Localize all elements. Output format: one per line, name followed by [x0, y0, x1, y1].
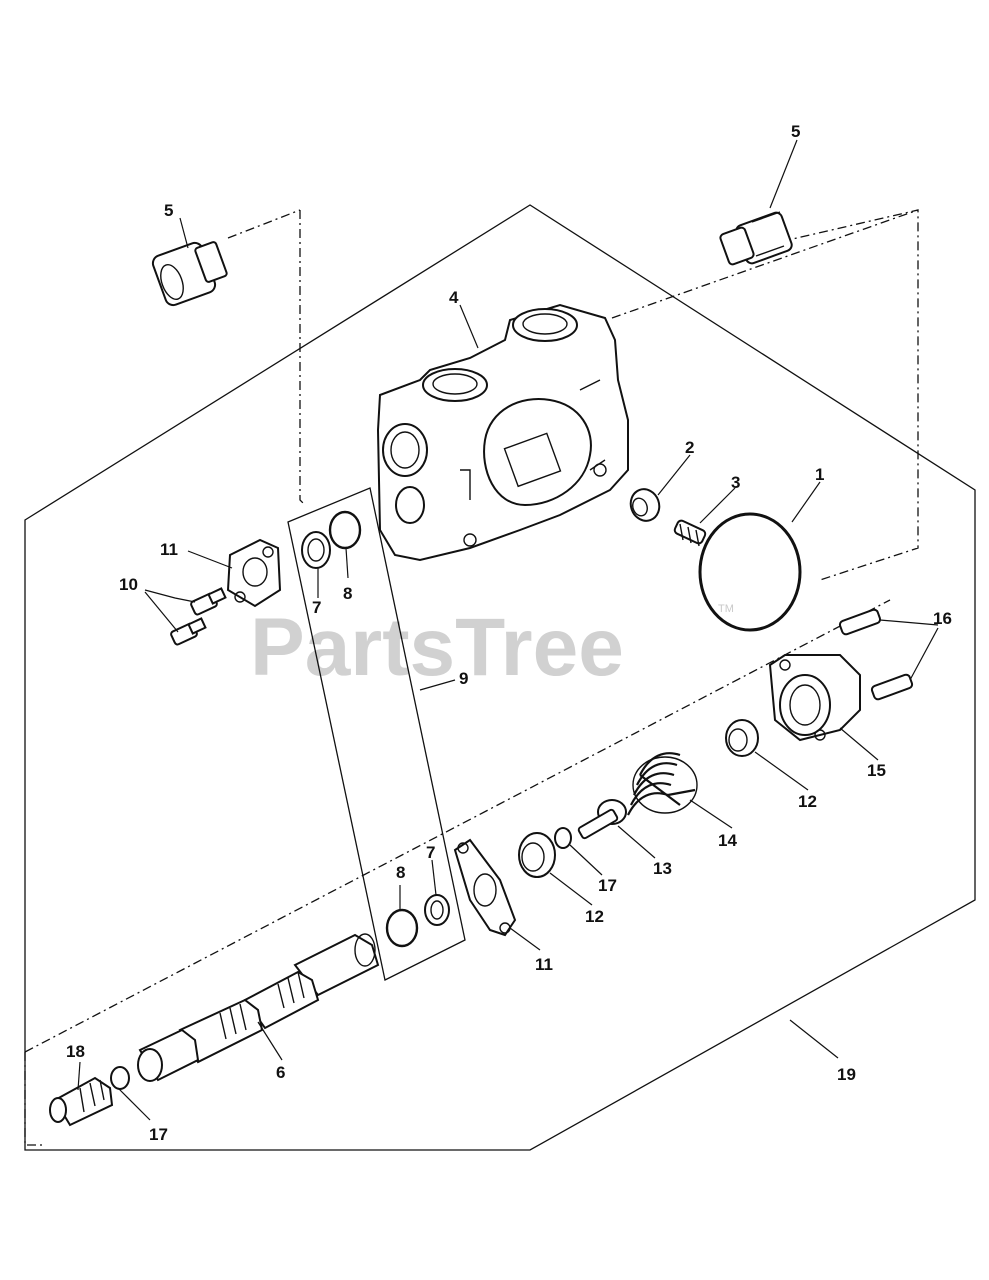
callout-7-lower: 7: [426, 843, 435, 862]
callout-5-left: 5: [164, 201, 173, 220]
cap-screws-left: [170, 587, 227, 646]
poppet-13: [577, 799, 627, 840]
callout-19: 19: [837, 1065, 856, 1084]
seal-kit-frame: [287, 487, 466, 981]
watermark-tm: TM: [718, 603, 734, 615]
flange-upper: [226, 538, 282, 608]
plug-fitting-left: [151, 241, 228, 307]
callout-10: 10: [119, 575, 138, 594]
callout-12-lower: 12: [585, 907, 604, 926]
plug-fitting-right: [719, 211, 793, 266]
valve-body: [376, 303, 629, 562]
callout-15: 15: [867, 761, 886, 780]
dashed-axis-lower: [24, 1052, 45, 1146]
dashed-axis-upper: [611, 209, 919, 319]
o-ring-17-lower: [110, 1066, 130, 1090]
callout-11-lower: 11: [535, 955, 553, 974]
part-3-set-screw: [673, 519, 707, 547]
callout-17-lower: 17: [149, 1125, 168, 1144]
fitting-18: [49, 1076, 114, 1127]
callout-18: 18: [66, 1042, 85, 1061]
dashed-outline-upper: [299, 210, 306, 506]
retainer-12-upper: [725, 719, 759, 757]
callout-4: 4: [449, 288, 459, 307]
leader-lines: [77, 139, 939, 1121]
callout-13: 13: [653, 859, 672, 878]
flange-lower: [453, 838, 517, 937]
o-ring-8-lower: [385, 908, 419, 948]
callout-9: 9: [459, 669, 468, 688]
callout-16: 16: [933, 609, 952, 628]
callout-14: 14: [718, 831, 737, 850]
callout-11-upper: 11: [160, 540, 178, 559]
callout-6: 6: [276, 1063, 285, 1082]
callout-8-lower: 8: [396, 863, 405, 882]
watermark-text: PartsTree: [250, 602, 624, 693]
bolts-16: [838, 608, 914, 701]
callout-2: 2: [685, 438, 694, 457]
assembly-outline: [24, 204, 976, 1151]
callout-17-mid: 17: [598, 876, 617, 895]
spool-6: [137, 933, 380, 1082]
part-2-fitting: [629, 488, 661, 522]
callout-7-upper: 7: [312, 598, 321, 617]
o-ring-8-upper: [328, 510, 362, 550]
callout-12-upper: 12: [798, 792, 817, 811]
callout-5-right: 5: [791, 122, 800, 141]
spring-14: [627, 752, 698, 816]
seal-7-upper: [301, 531, 331, 569]
callout-1: 1: [815, 465, 824, 484]
dashed-line-top-right: [744, 209, 919, 581]
dashed-line-plug-left: [227, 209, 301, 239]
o-ring-17-mid: [554, 827, 572, 849]
callout-3: 3: [731, 473, 740, 492]
end-cap-15: [768, 654, 861, 742]
seal-7-lower: [424, 894, 450, 926]
o-ring-large: [698, 512, 802, 632]
callout-8-upper: 8: [343, 584, 352, 603]
